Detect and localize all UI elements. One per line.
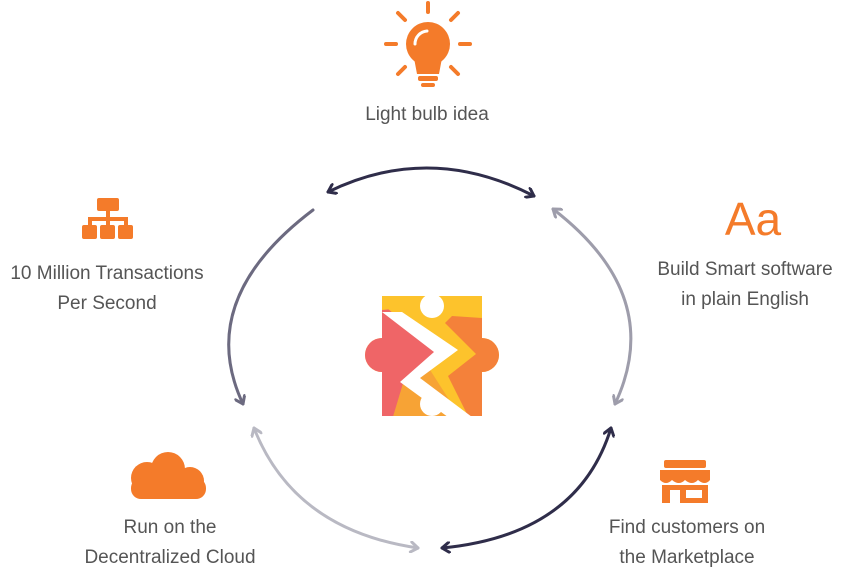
- label-light-bulb-idea: Light bulb idea: [365, 104, 489, 125]
- label-plain-english: Build Smart software in plain English: [657, 259, 833, 310]
- label-decentralized-cloud: Run on the Decentralized Cloud: [84, 517, 256, 568]
- label-marketplace: Find customers on the Marketplace: [608, 517, 766, 568]
- label-transactions: 10 Million Transactions Per Second: [10, 263, 204, 314]
- arrow-left: [227, 208, 315, 406]
- network-hierarchy-icon: [82, 198, 133, 239]
- storefront-icon: [660, 460, 710, 503]
- aa-text-icon: Aa: [724, 193, 782, 245]
- puzzle-piece-logo-icon: [365, 296, 499, 416]
- arrow-right: [551, 207, 633, 406]
- arrow-bottom-right: [440, 426, 611, 548]
- light-bulb-icon: [384, 1, 472, 87]
- arrow-top: [326, 166, 536, 196]
- cloud-icon: [131, 452, 206, 499]
- arrow-bottom-left: [254, 426, 420, 548]
